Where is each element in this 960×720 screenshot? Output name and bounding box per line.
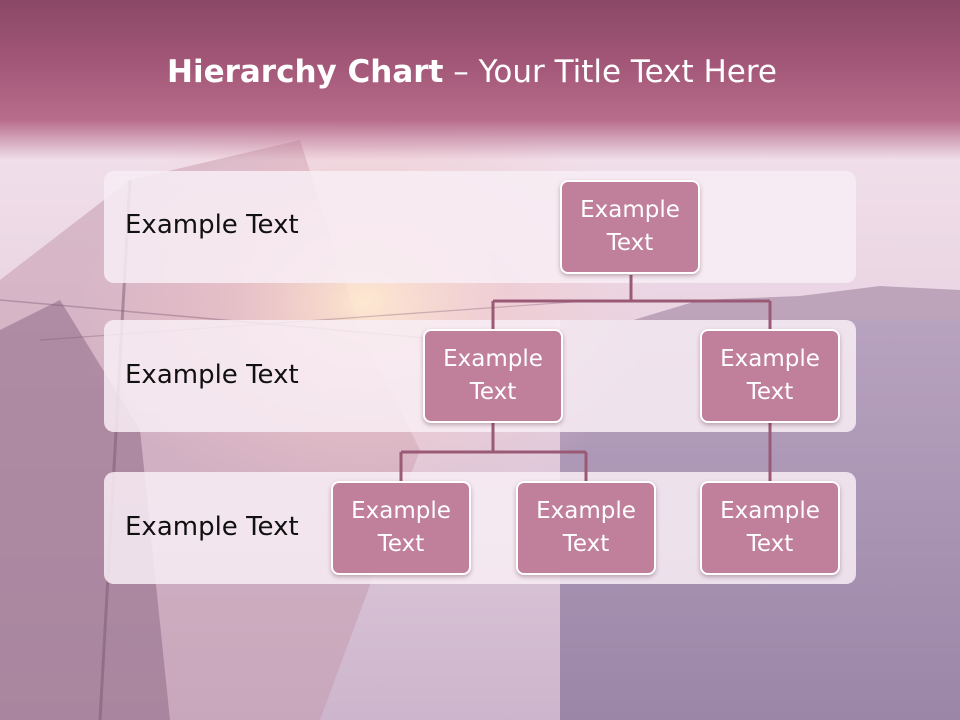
node-level2-left[interactable]: Example Text xyxy=(423,329,563,423)
level-2-label: Example Text xyxy=(125,360,299,390)
level-3-label: Example Text xyxy=(125,512,299,542)
node-level2-right[interactable]: Example Text xyxy=(700,329,840,423)
node-root[interactable]: Example Text xyxy=(560,180,700,274)
node-level3-b[interactable]: Example Text xyxy=(516,481,656,575)
node-level3-a[interactable]: Example Text xyxy=(331,481,471,575)
title-bold-part: Hierarchy Chart xyxy=(167,54,444,90)
level-1-band xyxy=(104,171,856,283)
title-bar: Hierarchy Chart – Your Title Text Here xyxy=(0,0,960,160)
level-1-label: Example Text xyxy=(125,210,299,240)
slide-title: Hierarchy Chart – Your Title Text Here xyxy=(0,54,944,90)
node-level3-c[interactable]: Example Text xyxy=(700,481,840,575)
title-rest-part: – Your Title Text Here xyxy=(443,54,777,90)
